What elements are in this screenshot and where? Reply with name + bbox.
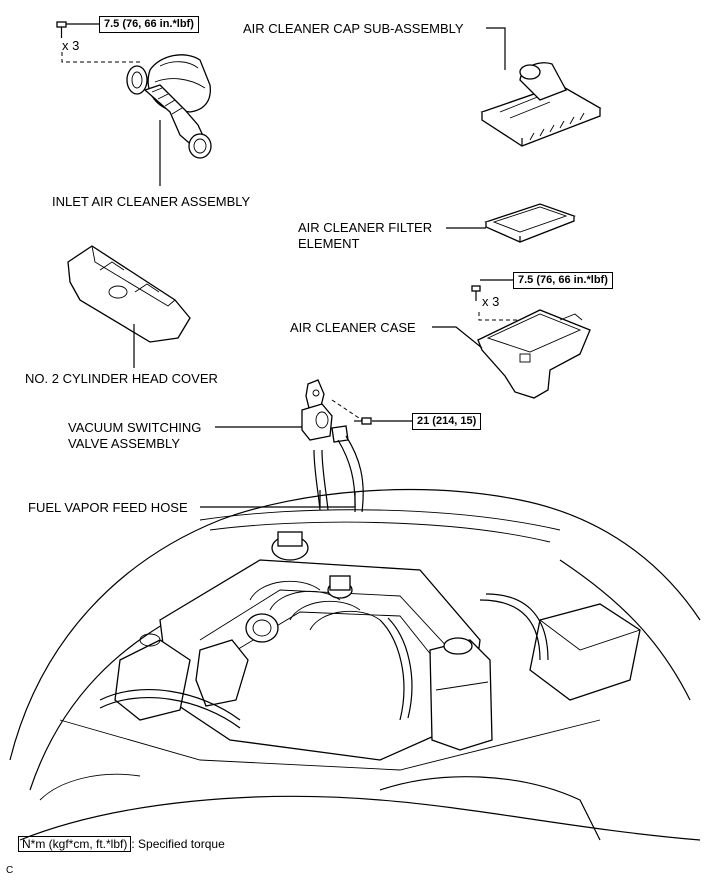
vsv-bolt-icon [354,417,372,425]
label-no2-cylinder-head-cover: NO. 2 CYLINDER HEAD COVER [25,371,218,386]
inlet-air-cleaner-assembly-illustration [56,21,212,186]
no2-cylinder-head-cover-illustration [67,245,191,368]
torque-box-case-bolt: 7.5 (76, 66 in.*lbf) [513,272,613,289]
air-cleaner-filter-element-illustration [446,203,576,243]
label-filter-line2: ELEMENT [298,236,360,251]
inlet-bolt-icon [56,21,67,38]
legend: N*m (kgf*cm, ft.*lbf): Specified torque [18,836,225,853]
label-filter-line1: AIR CLEANER FILTER [298,220,433,235]
torque-box-vsv-bolt: 21 (214, 15) [412,413,482,430]
legend-description: : Specified torque [131,837,225,851]
label-inlet-air-cleaner: INLET AIR CLEANER ASSEMBLY [52,194,251,209]
vacuum-switching-valve-illustration [215,379,412,513]
label-air-cleaner-case: AIR CLEANER CASE [290,320,416,335]
fuel-vapor-hose-leader [200,490,356,508]
torque-box-inlet-bolt: 7.5 (76, 66 in.*lbf) [99,16,199,33]
label-vsv-line1: VACUUM SWITCHING [68,420,202,435]
corner-mark: C [6,865,14,876]
air-cleaner-cap-illustration [480,27,602,147]
case-bolt-icon [471,285,481,301]
legend-key: N*m (kgf*cm, ft.*lbf) [18,836,132,852]
label-air-cleaner-cap: AIR CLEANER CAP SUB-ASSEMBLY [243,21,464,36]
label-fuel-vapor-feed-hose: FUEL VAPOR FEED HOSE [28,500,188,515]
air-cleaner-case-illustration [432,279,591,399]
label-vsv-line2: VALVE ASSEMBLY [68,436,180,451]
quantity-case-bolt: x 3 [482,294,500,309]
engine-compartment-illustration [9,489,701,841]
quantity-inlet-bolt: x 3 [62,38,80,53]
